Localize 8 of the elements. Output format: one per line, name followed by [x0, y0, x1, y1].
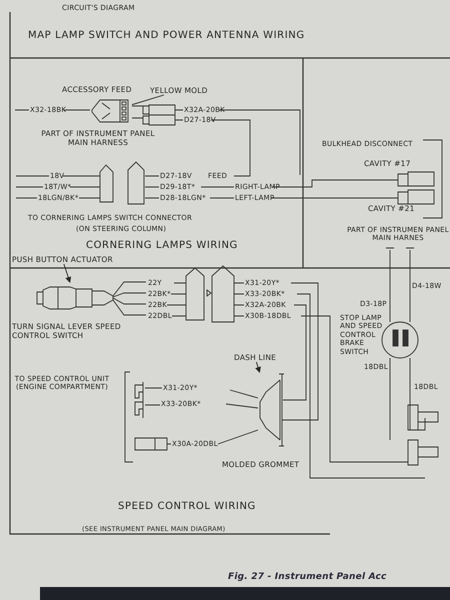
grommet-drawing — [258, 372, 284, 448]
section-title: SPEED CONTROL WIRING — [118, 501, 256, 513]
leader-arrow — [255, 362, 261, 373]
section-title: MAP LAMP SWITCH AND POWER ANTENNA WIRING — [28, 30, 305, 42]
figure-caption: Fig. 27 - Instrument Panel Acc — [228, 572, 387, 583]
section-title: CORNERING LAMPS WIRING — [86, 240, 238, 252]
leader-arrow — [63, 264, 72, 283]
leader-line — [132, 94, 164, 106]
